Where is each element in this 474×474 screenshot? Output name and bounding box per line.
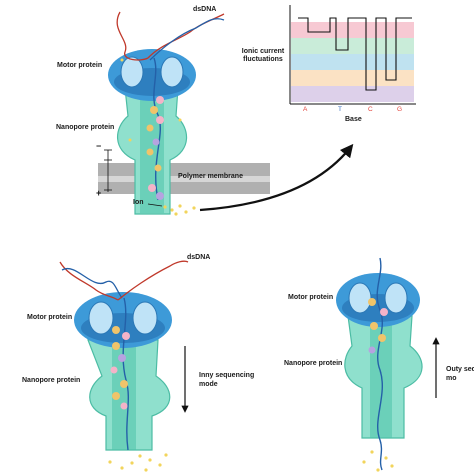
plus-sign: +: [96, 188, 102, 198]
signal-arrow: [199, 143, 354, 212]
chart-band: [291, 38, 414, 54]
br-motor-protein: [336, 273, 420, 327]
top-motor-label: Motor protein: [57, 62, 103, 69]
top-dsdna-strand: [116, 11, 225, 201]
bl-nanopore-label: Nanopore protein: [22, 377, 81, 384]
br-nanopore-label: Nanopore protein: [284, 360, 343, 367]
bl-motor-protein: [74, 292, 172, 348]
bl-mode-label-line1: Inny sequencing: [199, 372, 255, 379]
base-label-t: T: [338, 106, 342, 113]
base-label-c: C: [368, 106, 373, 113]
chart-band: [291, 22, 414, 38]
top-ions: [120, 58, 196, 216]
br-mode-label-line1: Outy seq: [446, 366, 474, 373]
chart-xlabel: Base: [345, 116, 362, 123]
top-motor-protein: [108, 49, 196, 101]
minus-sign: −: [96, 141, 102, 151]
br-ions: [362, 450, 394, 472]
bl-motor-label: Motor protein: [27, 314, 73, 321]
chart-band: [291, 70, 414, 86]
bl-nucleotides: [110, 326, 130, 410]
chart-band: [291, 86, 414, 102]
base-label-g: G: [397, 106, 403, 113]
base-label-a: A: [303, 106, 308, 113]
br-ssdna-strand: [376, 257, 384, 471]
bl-mode-label-line2: mode: [199, 381, 218, 388]
br-mode-label-line2: mo: [446, 375, 457, 382]
br-nanopore-protein: [344, 315, 423, 439]
top-dsdna-label: dsDNA: [193, 6, 217, 13]
bl-dsdna-strand: [59, 260, 189, 451]
top-nucleotides: [146, 96, 164, 200]
ion-pointer-line: [147, 203, 163, 207]
current-trace: [298, 17, 412, 91]
br-motor-label: Motor protein: [288, 294, 334, 301]
chart-ylabel: Ionic current fluctuations: [241, 48, 285, 64]
ion-label: Ion: [133, 199, 144, 206]
chart-band: [291, 54, 414, 70]
top-nanopore-label: Nanopore protein: [56, 124, 115, 131]
br-nucleotides: [368, 298, 388, 354]
bl-ions: [108, 453, 168, 472]
voltage-electrodes: [104, 149, 112, 192]
signal-chart: [289, 5, 416, 105]
membrane-label: Polymer membrane: [178, 173, 243, 180]
bl-dsdna-label: dsDNA: [187, 254, 211, 261]
